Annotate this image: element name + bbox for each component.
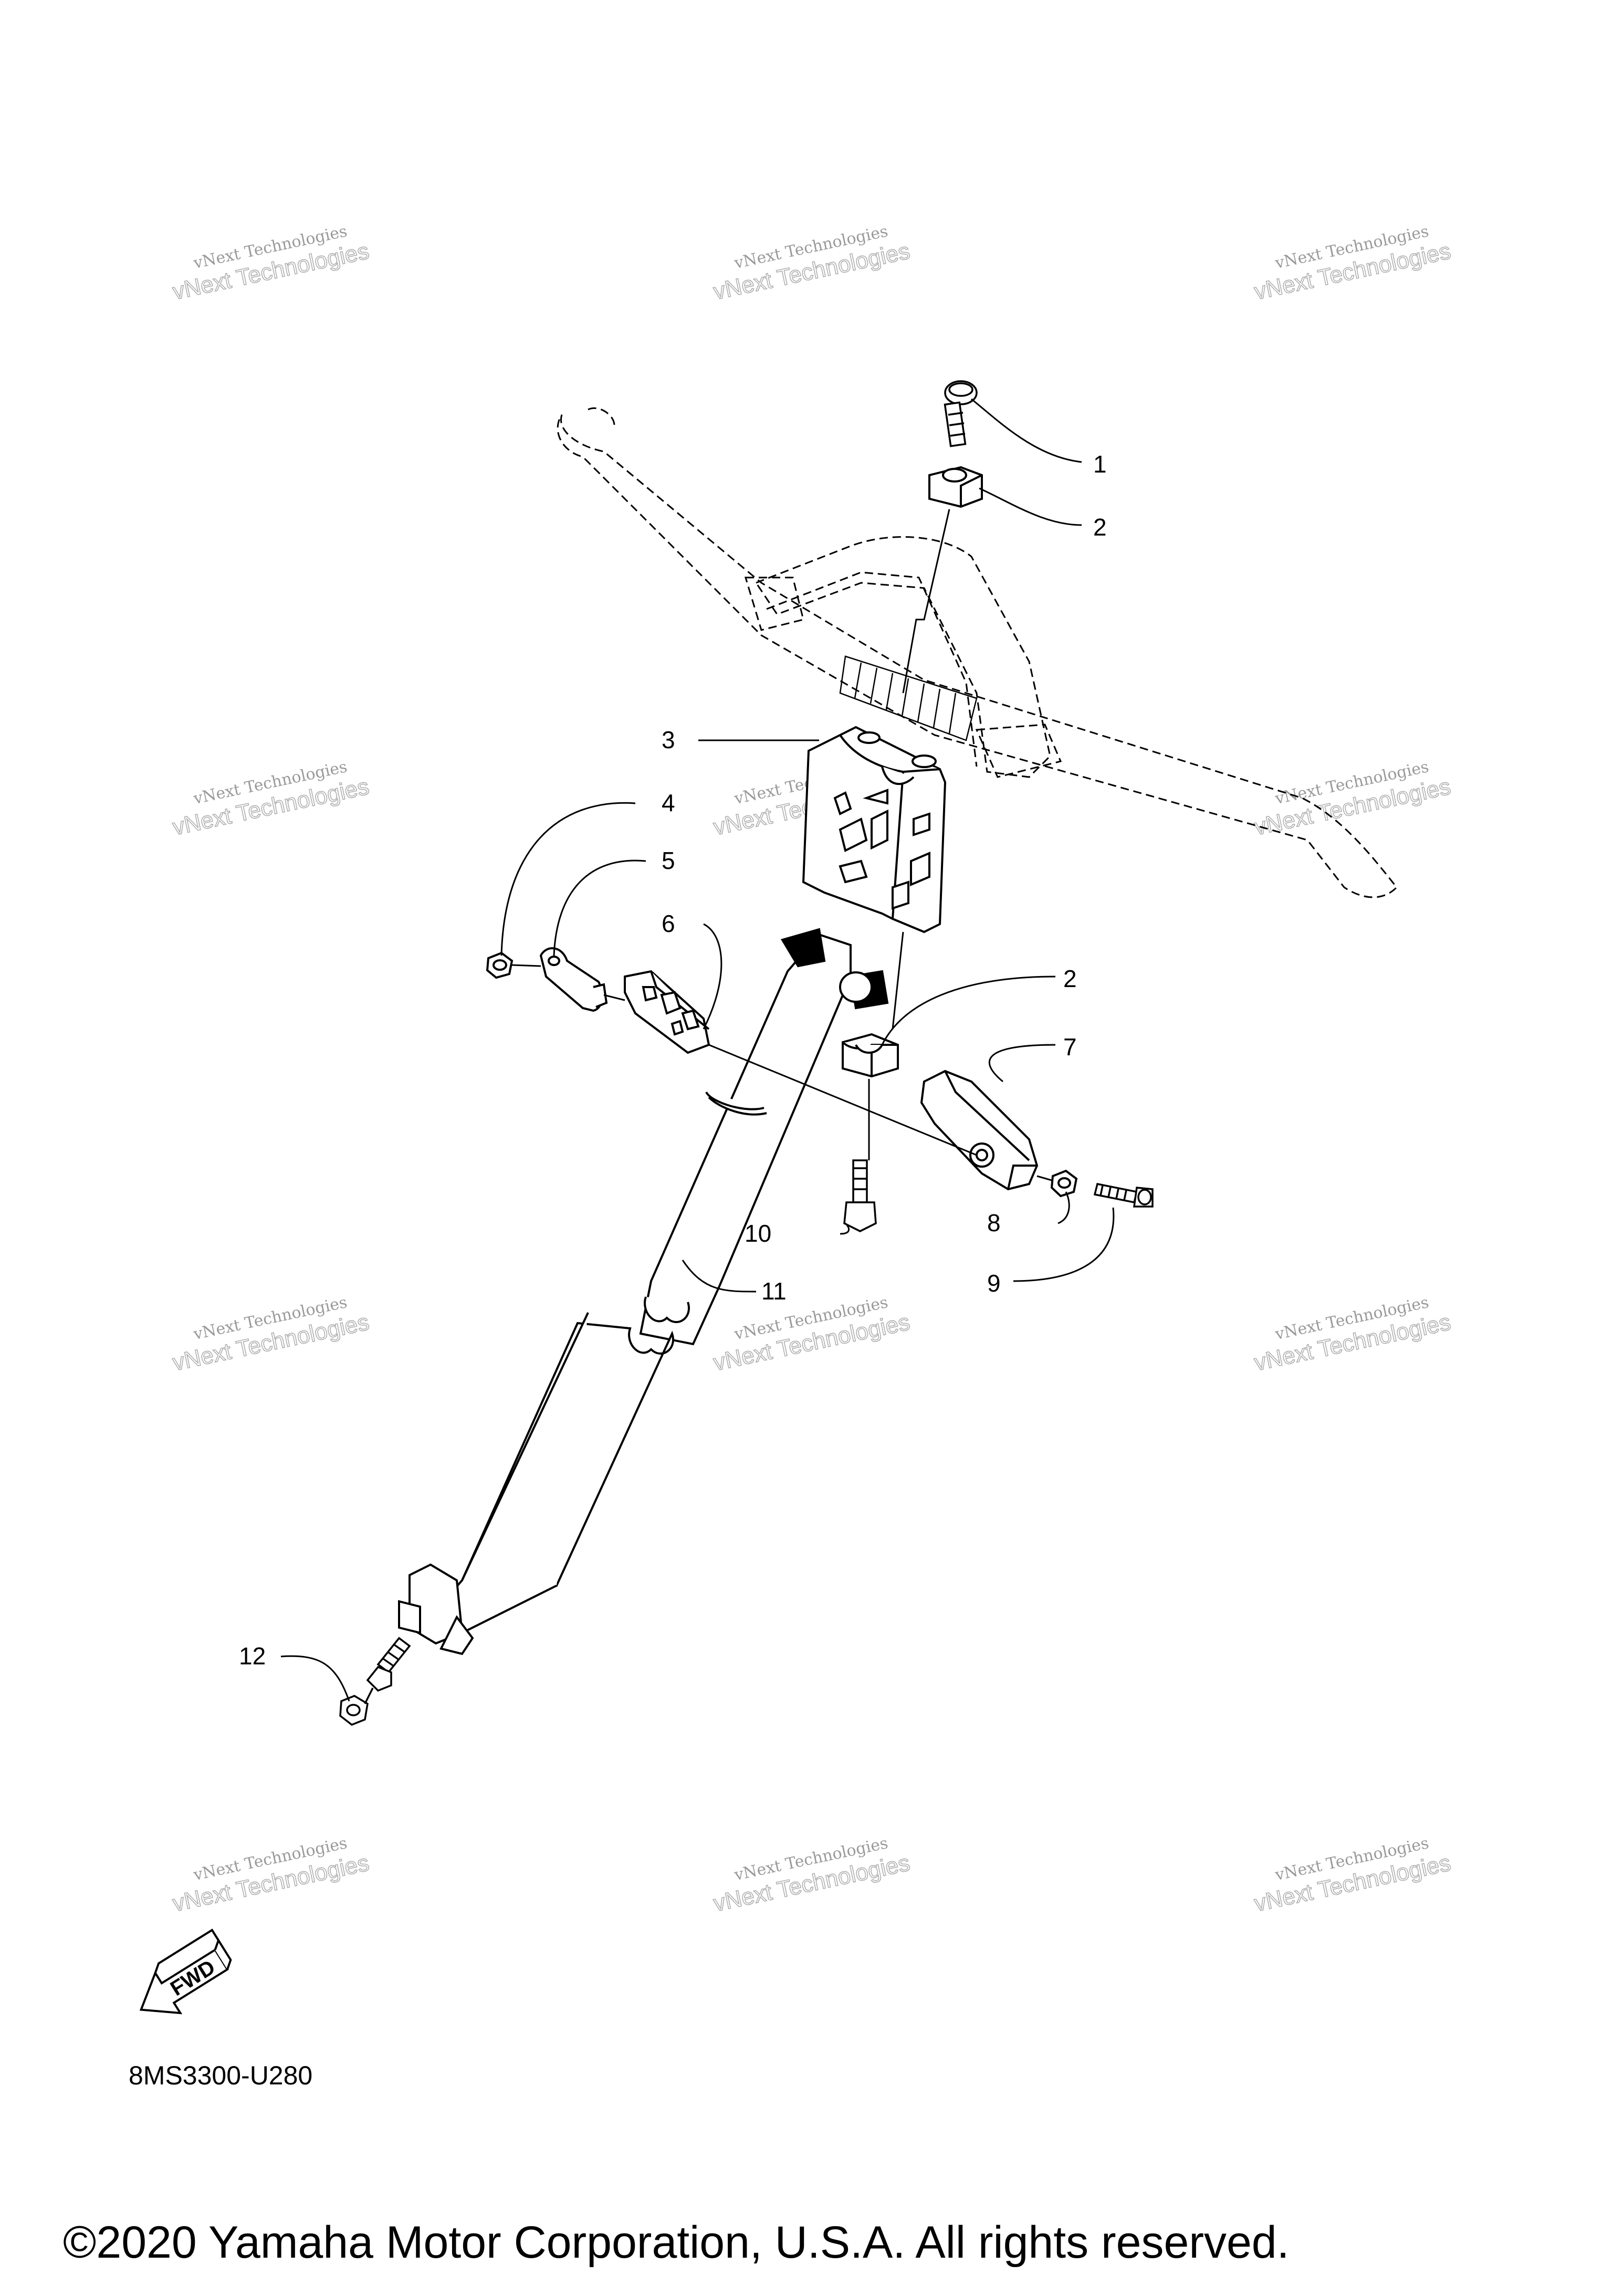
handlebar-knurl xyxy=(839,655,978,741)
watermark: vNext Technologies vNext Technologies xyxy=(1252,758,1453,841)
fwd-arrow-icon: FWD xyxy=(139,1928,232,2015)
callout-9: 9 xyxy=(987,1270,1001,1297)
diagram-code: 8MS3300-U280 xyxy=(129,2061,312,2090)
part-5-clamp xyxy=(539,947,608,1012)
assembly-axis-middle xyxy=(892,931,904,1030)
watermark: vNext Technologies vNext Technologies xyxy=(170,758,372,841)
part-2-upper-holder xyxy=(928,466,983,508)
watermark: vNext Technologies vNext Technologies xyxy=(170,222,372,305)
part-3-cover xyxy=(802,726,947,934)
watermark: vNext Technologies vNext Technologies xyxy=(170,1293,372,1376)
watermark: vNext Technologies vNext Technologies xyxy=(1252,1834,1453,1917)
part-4-nut xyxy=(486,951,514,979)
callout-5: 5 xyxy=(662,847,675,874)
part-6-bracket xyxy=(624,970,710,1054)
callout-2: 2 xyxy=(1093,513,1107,541)
clamp-axis-line xyxy=(511,964,1056,1182)
watermark: vNext Technologies vNext Technologies xyxy=(1252,1293,1453,1376)
callout-12: 12 xyxy=(239,1642,266,1670)
watermark: vNext Technologies vNext Technologies xyxy=(711,1293,913,1376)
callout-labels: 1 2 3 4 5 6 2 7 8 9 10 11 12 xyxy=(239,450,1107,1670)
callout-7: 7 xyxy=(1063,1033,1077,1061)
callout-1: 1 xyxy=(1093,450,1107,478)
callout-6: 6 xyxy=(662,910,675,937)
part-8-nut xyxy=(1050,1169,1078,1198)
part-10-bolt xyxy=(843,1159,877,1232)
part-12-bolt xyxy=(339,1637,411,1726)
part-7-clamp xyxy=(920,1070,1039,1191)
watermark: vNext Technologies vNext Technologies xyxy=(711,1834,913,1917)
watermark: vNext Technologies vNext Technologies xyxy=(711,222,913,305)
handlebar-outline xyxy=(557,407,1398,898)
assembly-axis-upper xyxy=(902,509,950,694)
callout-10: 10 xyxy=(745,1220,771,1247)
callout-3: 3 xyxy=(662,726,675,753)
callout-4: 4 xyxy=(662,789,675,816)
callout-2b: 2 xyxy=(1063,965,1077,992)
part-11-steering-column xyxy=(398,928,889,1655)
watermark: vNext Technologies vNext Technologies xyxy=(170,1834,372,1917)
callout-8: 8 xyxy=(987,1209,1001,1236)
part-9-bolt xyxy=(1093,1182,1154,1208)
leader-lines xyxy=(280,398,1115,1702)
part-2-lower-holder xyxy=(842,1033,899,1078)
watermark: vNext Technologies vNext Technologies xyxy=(1252,222,1453,305)
callout-11: 11 xyxy=(761,1277,787,1305)
copyright-notice: ©2020 Yamaha Motor Corporation, U.S.A. A… xyxy=(63,2217,1290,2268)
part-1-bolt xyxy=(944,380,978,447)
